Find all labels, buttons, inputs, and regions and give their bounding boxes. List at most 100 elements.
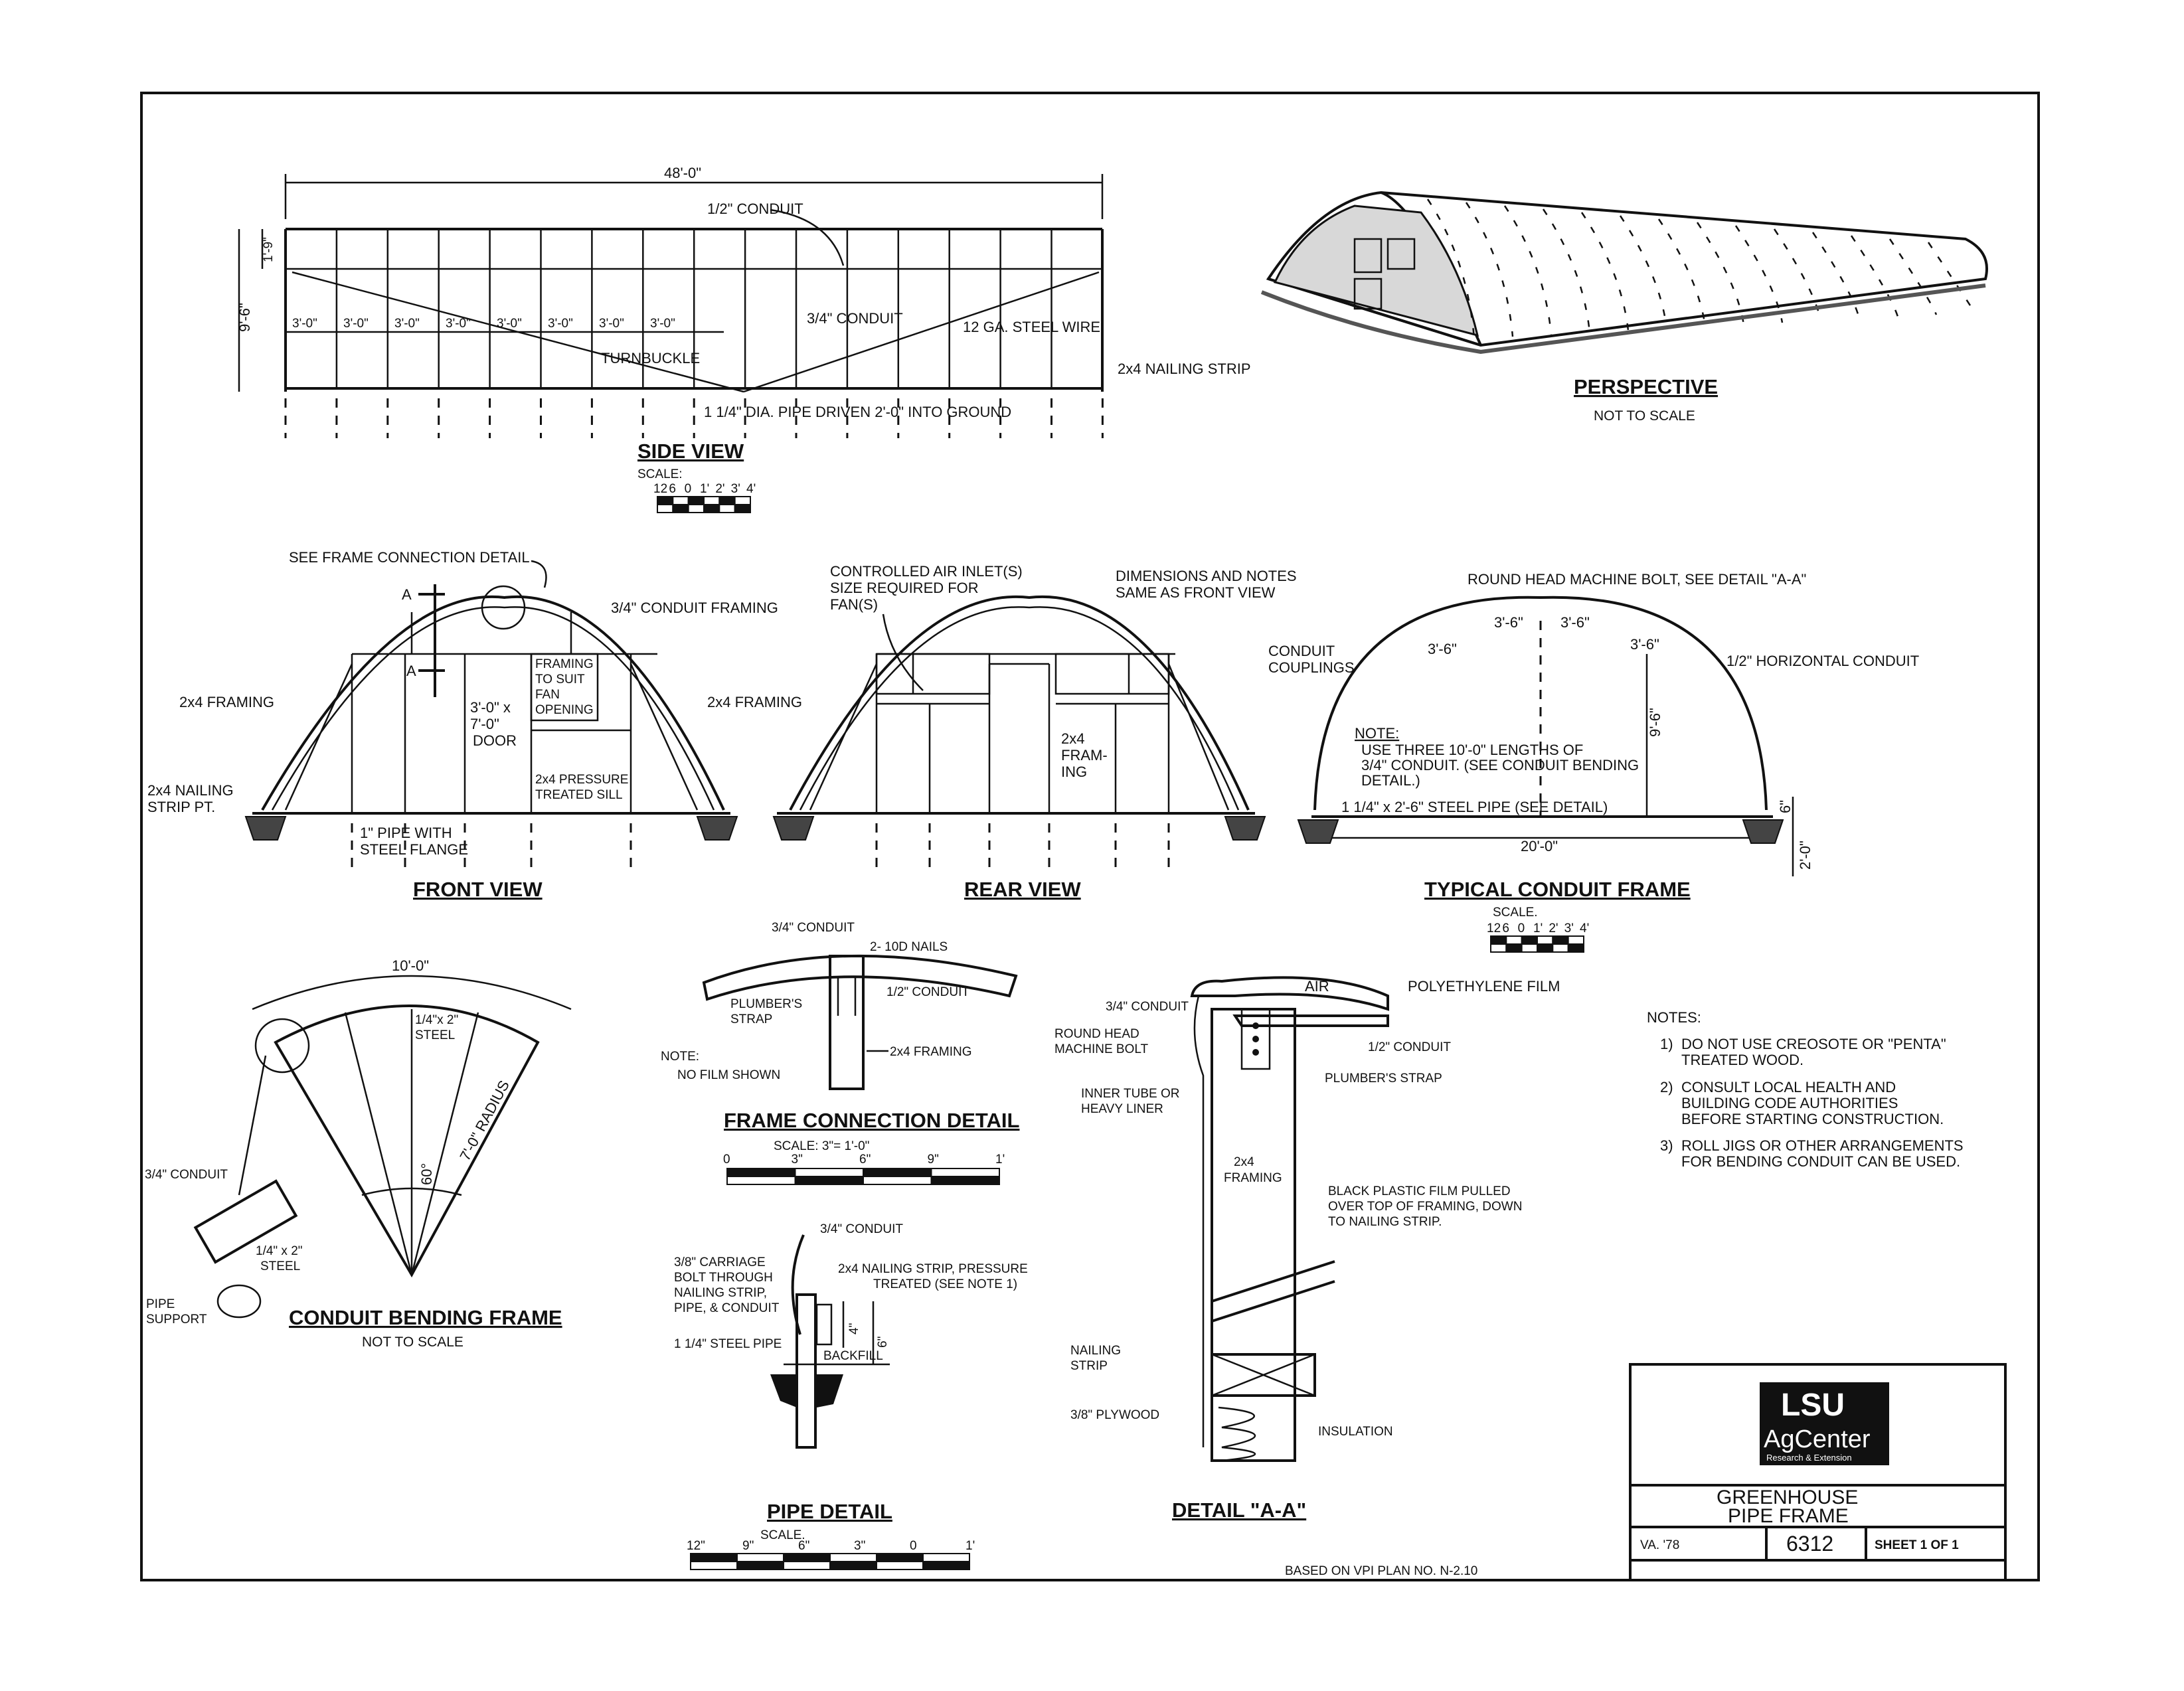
note-3-line2: FOR BENDING CONDUIT CAN BE USED. (1681, 1153, 1960, 1170)
note-1-line1: DO NOT USE CREOSOTE OR "PENTA" (1681, 1036, 1946, 1052)
perspective-rib (1696, 222, 1745, 325)
footing (1224, 816, 1266, 841)
scale-tick-label: 0 (910, 1539, 917, 1553)
scale-segment (1567, 935, 1585, 945)
side-spacing-label: 3'-0" (599, 317, 624, 331)
side-nailing-note: 2x4 NAILING STRIP (1118, 361, 1251, 377)
pipe-carriage-line2: BOLT THROUGH (674, 1271, 773, 1285)
bending-frame-title: CONDUIT BENDING FRAME (289, 1306, 562, 1329)
scale-segment (703, 496, 720, 505)
notes-title: NOTES: (1647, 1009, 1701, 1026)
connection-note-line2: NO FILM SHOWN (677, 1068, 780, 1082)
front-fan-line2: TO SUIT (535, 673, 585, 686)
rear-framing-line2: FRAM- (1061, 747, 1108, 764)
side-top-dim: 1'-9" (262, 237, 276, 262)
conduit-bending-frame: 10'-0" 1/4"x 2" STEEL 7'-0" RADIUS 60° 3… (145, 957, 572, 1350)
typical-frame-footings (1297, 819, 1784, 844)
scale-segment (794, 1176, 864, 1185)
scale-segment (690, 1553, 738, 1562)
typical-note-line2: 3/4" CONDUIT. (SEE CONDUIT BENDING (1361, 757, 1639, 773)
scale-segment (1505, 935, 1523, 945)
scale-tick-label: 1' (1533, 922, 1543, 935)
detail-conduit-three-quarter: 3/4" CONDUIT (1106, 1000, 1189, 1014)
connection-note-line1: NOTE: (661, 1050, 699, 1064)
footing (1742, 819, 1784, 844)
logo-lsu: LSU (1781, 1388, 1845, 1423)
front-fan-line1: FRAMING (535, 657, 594, 671)
scale-tick-label: 0 (1518, 922, 1525, 935)
scale-segment (657, 504, 674, 513)
scale-tick-label: 6" (859, 1153, 871, 1167)
typical-pipe-depth-dim: 2'-0" (1797, 841, 1813, 870)
scale-segment (829, 1561, 877, 1570)
scale-tick-label: 2' (715, 482, 724, 496)
perspective-view: PERSPECTIVE NOT TO SCALE (1260, 191, 1988, 424)
front-pipe-line2: STEEL FLANGE (360, 841, 468, 858)
note-3-number: 3) (1660, 1137, 1673, 1154)
scale-segment (1567, 943, 1585, 953)
detail-bolt-line1: ROUND HEAD (1054, 1027, 1139, 1041)
scale-segment (734, 496, 751, 505)
scale-segment (922, 1561, 970, 1570)
scale-segment (876, 1553, 924, 1562)
scale-tick-label: 1' (966, 1539, 975, 1553)
front-sill-line1: 2x4 PRESSURE (535, 773, 628, 787)
connection-conduit-half: 1/2" CONDUIT (886, 985, 969, 999)
perspective-ribs (1426, 199, 1976, 339)
bending-length-dim: 10'-0" (392, 957, 429, 974)
scale-segment (863, 1168, 932, 1177)
rear-framing-line1: 2x4 (1061, 730, 1084, 747)
typical-segment-4: 3'-6" (1630, 636, 1659, 653)
scale-segment (657, 496, 674, 505)
scale-segment (1537, 943, 1554, 953)
side-three-quarter-note: 3/4" CONDUIT (807, 310, 903, 327)
detail-film-note: POLYETHYLENE FILM (1408, 978, 1560, 995)
scale-segment (687, 496, 705, 505)
typical-height-dim: 9'-6" (1647, 708, 1663, 737)
bending-steel-top-line1: 1/4"x 2" (415, 1013, 458, 1027)
detail-framing-line1: 2x4 (1234, 1155, 1254, 1169)
frame-connection-title: FRAME CONNECTION DETAIL (724, 1109, 1019, 1132)
front-framing-right-note: 2x4 FRAMING (707, 694, 802, 710)
footing (696, 816, 738, 841)
side-scale-label: SCALE: (637, 467, 683, 481)
perspective-rib (1503, 205, 1553, 335)
detail-black-film-line2: OVER TOP OF FRAMING, DOWN (1328, 1200, 1522, 1214)
typical-segment-1: 3'-6" (1428, 641, 1457, 657)
scale-segment (783, 1553, 831, 1562)
scale-tick-label: 6 (1502, 922, 1509, 935)
footing (772, 816, 815, 841)
scale-tick-label: 6 (669, 482, 676, 496)
scale-tick-label: 12 (1487, 922, 1501, 935)
note-1-line2: TREATED WOOD. (1681, 1052, 1804, 1068)
scale-segment (876, 1561, 924, 1570)
perspective-rib (1465, 202, 1514, 337)
side-spacing-label: 3'-0" (394, 317, 420, 331)
note-2-line1: CONSULT LOCAL HEALTH AND (1681, 1079, 1896, 1095)
bending-frame-subtitle: NOT TO SCALE (362, 1334, 463, 1350)
rear-inlet-line2: SIZE REQUIRED FOR (830, 580, 979, 596)
detail-nailing-line1: NAILING (1070, 1344, 1121, 1358)
scale-segment (1490, 943, 1507, 953)
note-1-number: 1) (1660, 1036, 1673, 1052)
front-nailing-line2: STRIP PT. (147, 799, 215, 815)
bending-angle-note: 60° (418, 1163, 435, 1185)
front-door-line2: 7'-0" (470, 716, 499, 732)
bending-conduit-note: 3/4" CONDUIT (145, 1168, 228, 1182)
pipe-carriage-line1: 3/8" CARRIAGE (674, 1255, 766, 1269)
side-half-conduit-note: 1/2" CONDUIT (707, 201, 803, 217)
scale-segment (690, 1561, 738, 1570)
detail-strap-note: PLUMBER'S STRAP (1325, 1072, 1442, 1086)
side-spacing-label: 3'-0" (343, 317, 369, 331)
typical-note-title: NOTE: (1355, 725, 1399, 742)
typical-steel-pipe-note: 1 1/4" x 2'-6" STEEL PIPE (SEE DETAIL) (1341, 799, 1608, 815)
perspective-rib (1889, 238, 1938, 315)
logo-tagline: Research & Extension (1766, 1453, 1852, 1463)
detail-conduit-half: 1/2" CONDUIT (1368, 1040, 1451, 1054)
scale-segment (687, 504, 705, 513)
scale-segment (1505, 943, 1523, 953)
